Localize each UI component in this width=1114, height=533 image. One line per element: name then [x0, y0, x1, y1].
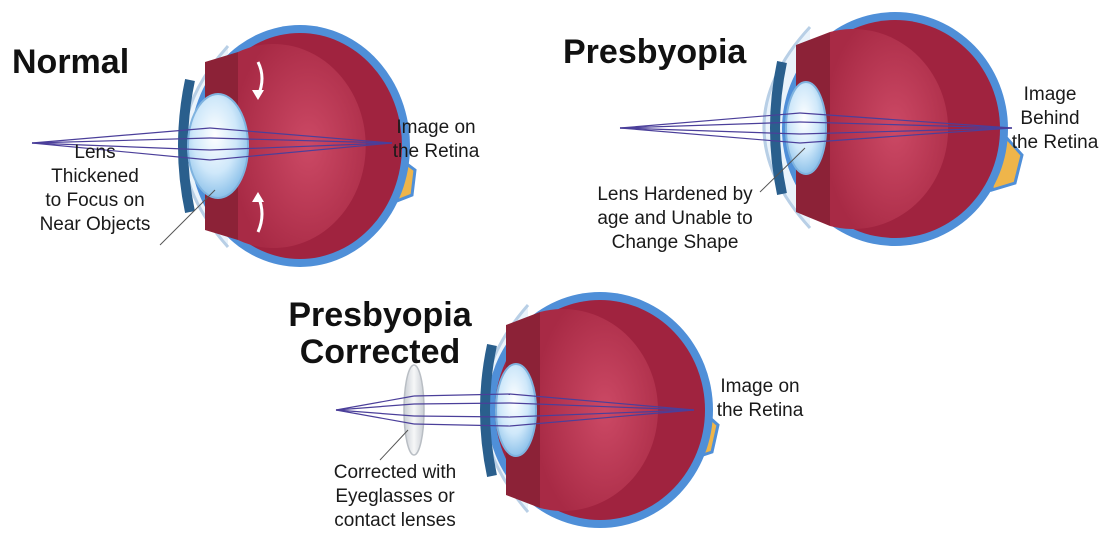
lens-label-line1: Lens Hardened by: [597, 184, 753, 205]
crystalline-lens: [188, 94, 248, 198]
leader-line: [380, 430, 408, 460]
image-behind-retina-label-line2: Behind: [1020, 108, 1079, 129]
lens-label-line3: Change Shape: [612, 232, 739, 253]
lens-label-line4: Near Objects: [40, 214, 151, 235]
panel-title-line1: Presbyopia: [288, 296, 472, 334]
lens-label-line2: Thickened: [51, 166, 139, 187]
lens-label-line2: age and Unable to: [597, 208, 752, 229]
image-on-retina-label-line1: Image on: [396, 117, 475, 138]
image-on-retina-label-line2: the Retina: [717, 400, 804, 421]
panel-presbyopia: Presbyopia Image Behind the Retina Lens …: [563, 12, 1099, 253]
panel-title-line2: Corrected: [300, 333, 461, 371]
panel-corrected: Presbyopia Corrected: [288, 292, 803, 531]
image-on-retina-label-line1: Image on: [720, 376, 799, 397]
image-behind-retina-label-line3: the Retina: [1012, 132, 1099, 153]
crystalline-lens: [496, 364, 536, 456]
eyeglasses-label-line1: Corrected with: [334, 462, 457, 483]
eyeglasses-label-line2: Eyeglasses or: [335, 486, 455, 507]
panel-normal: Normal: [12, 25, 480, 267]
panel-title: Presbyopia: [563, 33, 747, 71]
lens-label-line3: to Focus on: [45, 190, 144, 211]
panel-title: Normal: [12, 43, 129, 81]
image-on-retina-label-line2: the Retina: [393, 141, 480, 162]
image-behind-retina-label-line1: Image: [1024, 84, 1077, 105]
eyeglass-lens: [404, 365, 424, 455]
eyeglasses-label-line3: contact lenses: [334, 510, 455, 531]
lens-label-line1: Lens: [74, 142, 115, 163]
